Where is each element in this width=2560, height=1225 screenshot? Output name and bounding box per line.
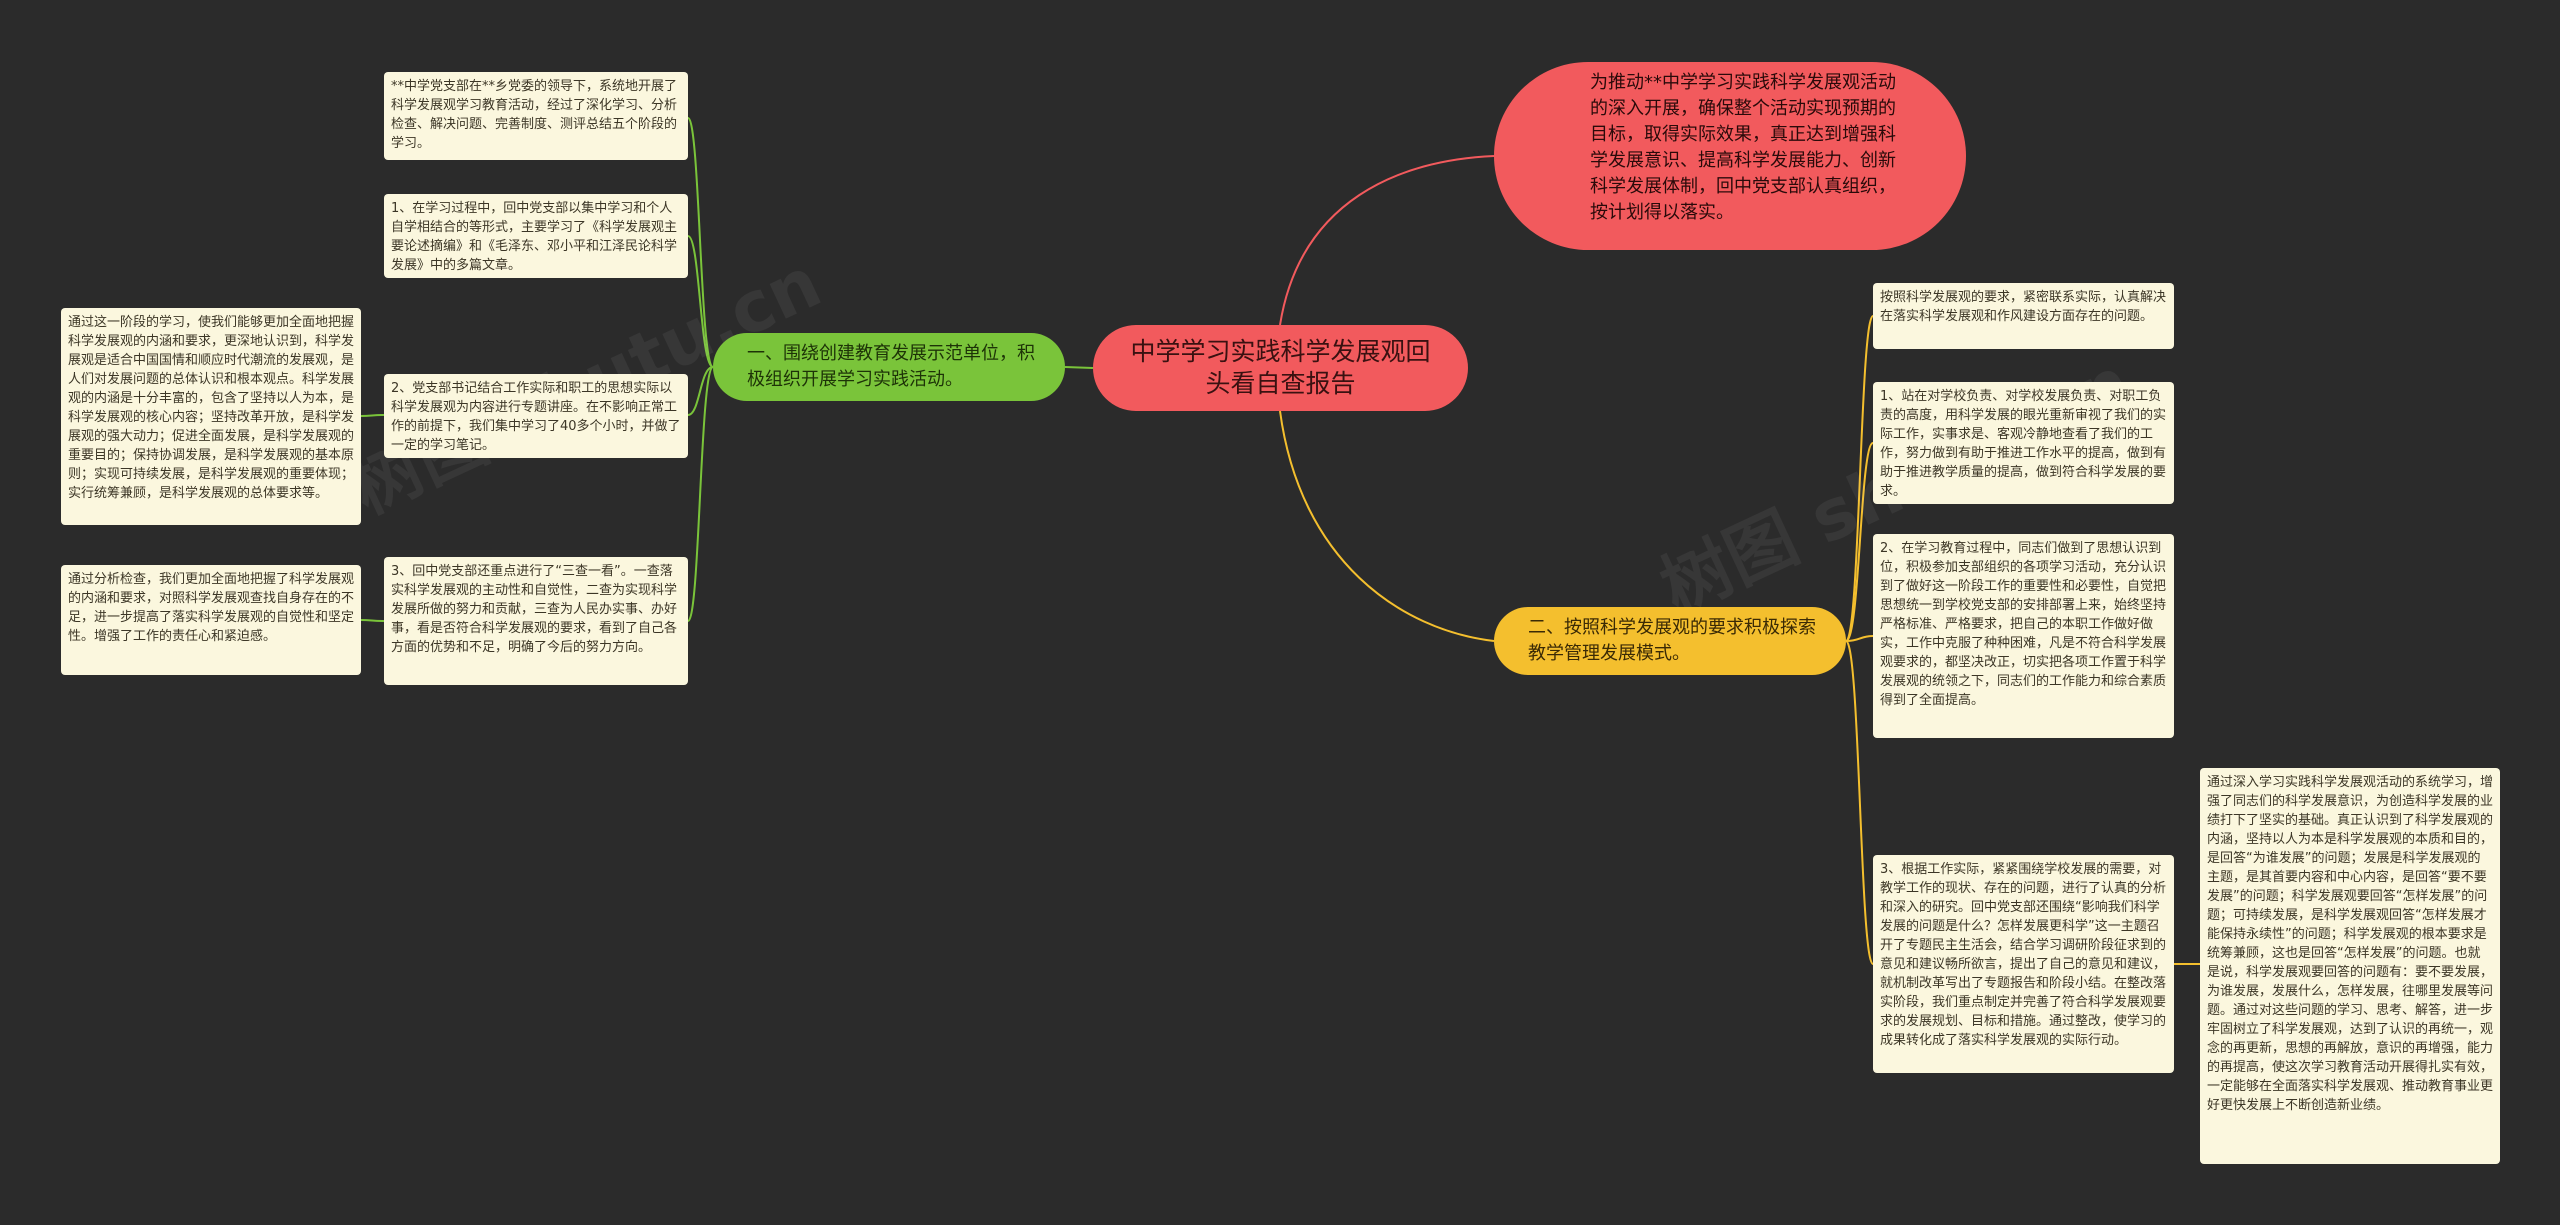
branch-intro[interactable]: 为推动**中学学习实践科学发展观活动的深入开展，确保整个活动实现预期的目标，取得… <box>1494 62 1966 250</box>
subleaf-yellow-0[interactable]: 通过深入学习实践科学发展观活动的系统学习，增强了同志们的科学发展意识，为创造科学… <box>2200 768 2500 1164</box>
branch-two[interactable]: 二、按照科学发展观的要求积极探索教学管理发展模式。 <box>1494 607 1846 675</box>
leaf-yellow-1[interactable]: 1、站在对学校负责、对学校发展负责、对职工负责的高度，用科学发展的眼光重新审视了… <box>1873 382 2174 504</box>
branch-one[interactable]: 一、围绕创建教育发展示范单位，积极组织开展学习实践活动。 <box>713 333 1065 401</box>
green-leaf-links <box>360 117 714 622</box>
leaf-yellow-0[interactable]: 按照科学发展观的要求，紧密联系实际，认真解决在落实科学发展观和作风建设方面存在的… <box>1873 283 2174 349</box>
subleaf-green-1[interactable]: 通过分析检查，我们更加全面地把握了科学发展观的内涵和要求，对照科学发展观查找自身… <box>61 565 361 675</box>
leaf-yellow-2[interactable]: 2、在学习教育过程中，同志们做到了思想认识到位，积极参加支部组织的各项学习活动，… <box>1873 534 2174 738</box>
link-root-green <box>1064 366 1094 369</box>
leaf-green-2[interactable]: 2、党支部书记结合工作实际和职工的思想实际以科学发展观为内容进行专题讲座。在不影… <box>384 374 688 458</box>
link-root-red <box>1279 155 1495 326</box>
link-root-yellow <box>1279 410 1495 642</box>
leaf-green-3[interactable]: 3、回中党支部还重点进行了“三查一看”。一查落实科学发展观的主动性和自觉性，二查… <box>384 557 688 685</box>
root-topic[interactable]: 中学学习实践科学发展观回头看自查报告 <box>1093 325 1468 411</box>
leaf-green-0[interactable]: **中学党支部在**乡党委的领导下，系统地开展了科学发展观学习教育活动，经过了深… <box>384 72 688 160</box>
yellow-leaf-links <box>1845 315 2200 965</box>
leaf-yellow-3[interactable]: 3、根据工作实际，紧紧围绕学校发展的需要，对教学工作的现状、存在的问题，进行了认… <box>1873 855 2174 1073</box>
leaf-green-1[interactable]: 1、在学习过程中，回中党支部以集中学习和个人自学相结合的等形式，主要学习了《科学… <box>384 194 688 278</box>
subleaf-green-0[interactable]: 通过这一阶段的学习，使我们能够更加全面地把握科学发展观的内涵和要求，更深地认识到… <box>61 308 361 525</box>
